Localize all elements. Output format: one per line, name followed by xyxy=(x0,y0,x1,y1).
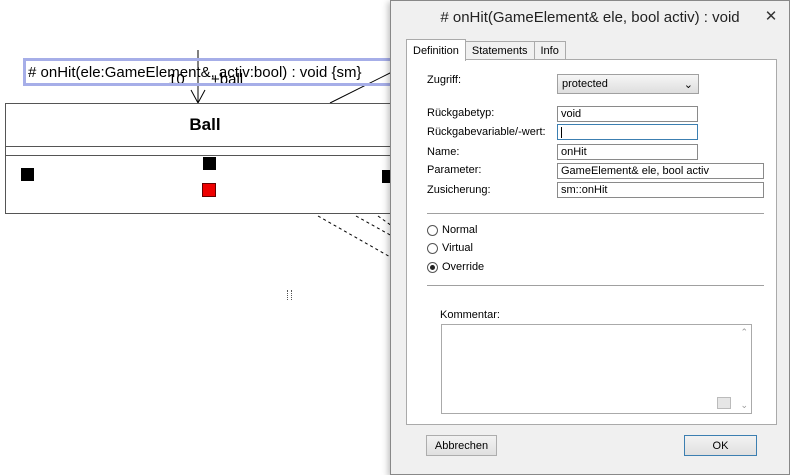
assertion-field[interactable] xyxy=(557,182,764,198)
tab-bar: Definition Statements Info xyxy=(406,39,566,61)
chevron-down-icon: ⌄ xyxy=(683,79,693,91)
class-name: Ball xyxy=(6,104,404,147)
radio-virtual[interactable]: Virtual xyxy=(427,242,473,254)
operation-signature[interactable]: # onHit(ele:GameElement&, activ:bool) : … xyxy=(28,64,362,81)
access-value: protected xyxy=(562,78,608,90)
radio-circle-icon xyxy=(427,242,438,254)
name-label: Name: xyxy=(427,146,460,158)
access-label: Zugriff: xyxy=(427,74,462,86)
radio-selected-icon xyxy=(427,261,438,273)
radio-normal[interactable]: Normal xyxy=(427,224,477,236)
name-field[interactable] xyxy=(557,144,698,160)
return-type-field[interactable] xyxy=(557,106,698,122)
dialog-titlebar[interactable]: # onHit(GameElement& ele, bool activ) : … xyxy=(391,1,789,33)
tab-statements[interactable]: Statements xyxy=(464,41,535,60)
radio-circle-icon xyxy=(427,224,438,236)
radio-override-label: Override xyxy=(442,261,485,273)
separator xyxy=(427,285,764,286)
close-icon: ✕ xyxy=(764,8,778,25)
radio-virtual-label: Virtual xyxy=(442,242,473,254)
operation-properties-dialog: # onHit(GameElement& ele, bool activ) : … xyxy=(390,0,790,475)
ok-button[interactable]: OK xyxy=(684,435,757,456)
scroll-down-arrow-icon[interactable]: ⌄ xyxy=(740,400,748,410)
resize-grip[interactable] xyxy=(717,397,731,409)
return-variable-field[interactable] xyxy=(557,124,698,140)
cancel-button[interactable]: Abbrechen xyxy=(426,435,497,456)
tab-definition[interactable]: Definition xyxy=(406,39,466,61)
selection-handle-left[interactable] xyxy=(21,168,34,181)
selection-handle-top[interactable] xyxy=(203,157,216,170)
text-caret xyxy=(561,126,562,138)
dialog-title: # onHit(GameElement& ele, bool activ) : … xyxy=(440,8,740,26)
selection-handle-active[interactable] xyxy=(202,183,216,197)
text-cursor-icon xyxy=(287,290,292,300)
definition-panel: Zugriff: protected ⌄ Rückgabetyp: Rückga… xyxy=(406,59,777,425)
comment-textarea[interactable]: ⌃ ⌄ xyxy=(441,324,752,414)
parameter-field[interactable] xyxy=(557,163,764,179)
attribute-compartment xyxy=(6,147,404,156)
comment-label: Kommentar: xyxy=(440,309,500,321)
return-variable-label: Rückgabevariable/-wert: xyxy=(427,126,546,138)
radio-normal-label: Normal xyxy=(442,224,478,236)
tab-info[interactable]: Info xyxy=(533,41,566,60)
parameter-label: Parameter: xyxy=(427,164,482,176)
assertion-label: Zusicherung: xyxy=(427,184,491,196)
separator xyxy=(427,213,764,214)
radio-override[interactable]: Override xyxy=(427,261,484,273)
access-dropdown[interactable]: protected ⌄ xyxy=(557,74,699,94)
return-type-label: Rückgabetyp: xyxy=(427,107,495,119)
close-button[interactable]: ✕ xyxy=(757,6,785,26)
scroll-up-arrow-icon[interactable]: ⌃ xyxy=(740,327,748,337)
